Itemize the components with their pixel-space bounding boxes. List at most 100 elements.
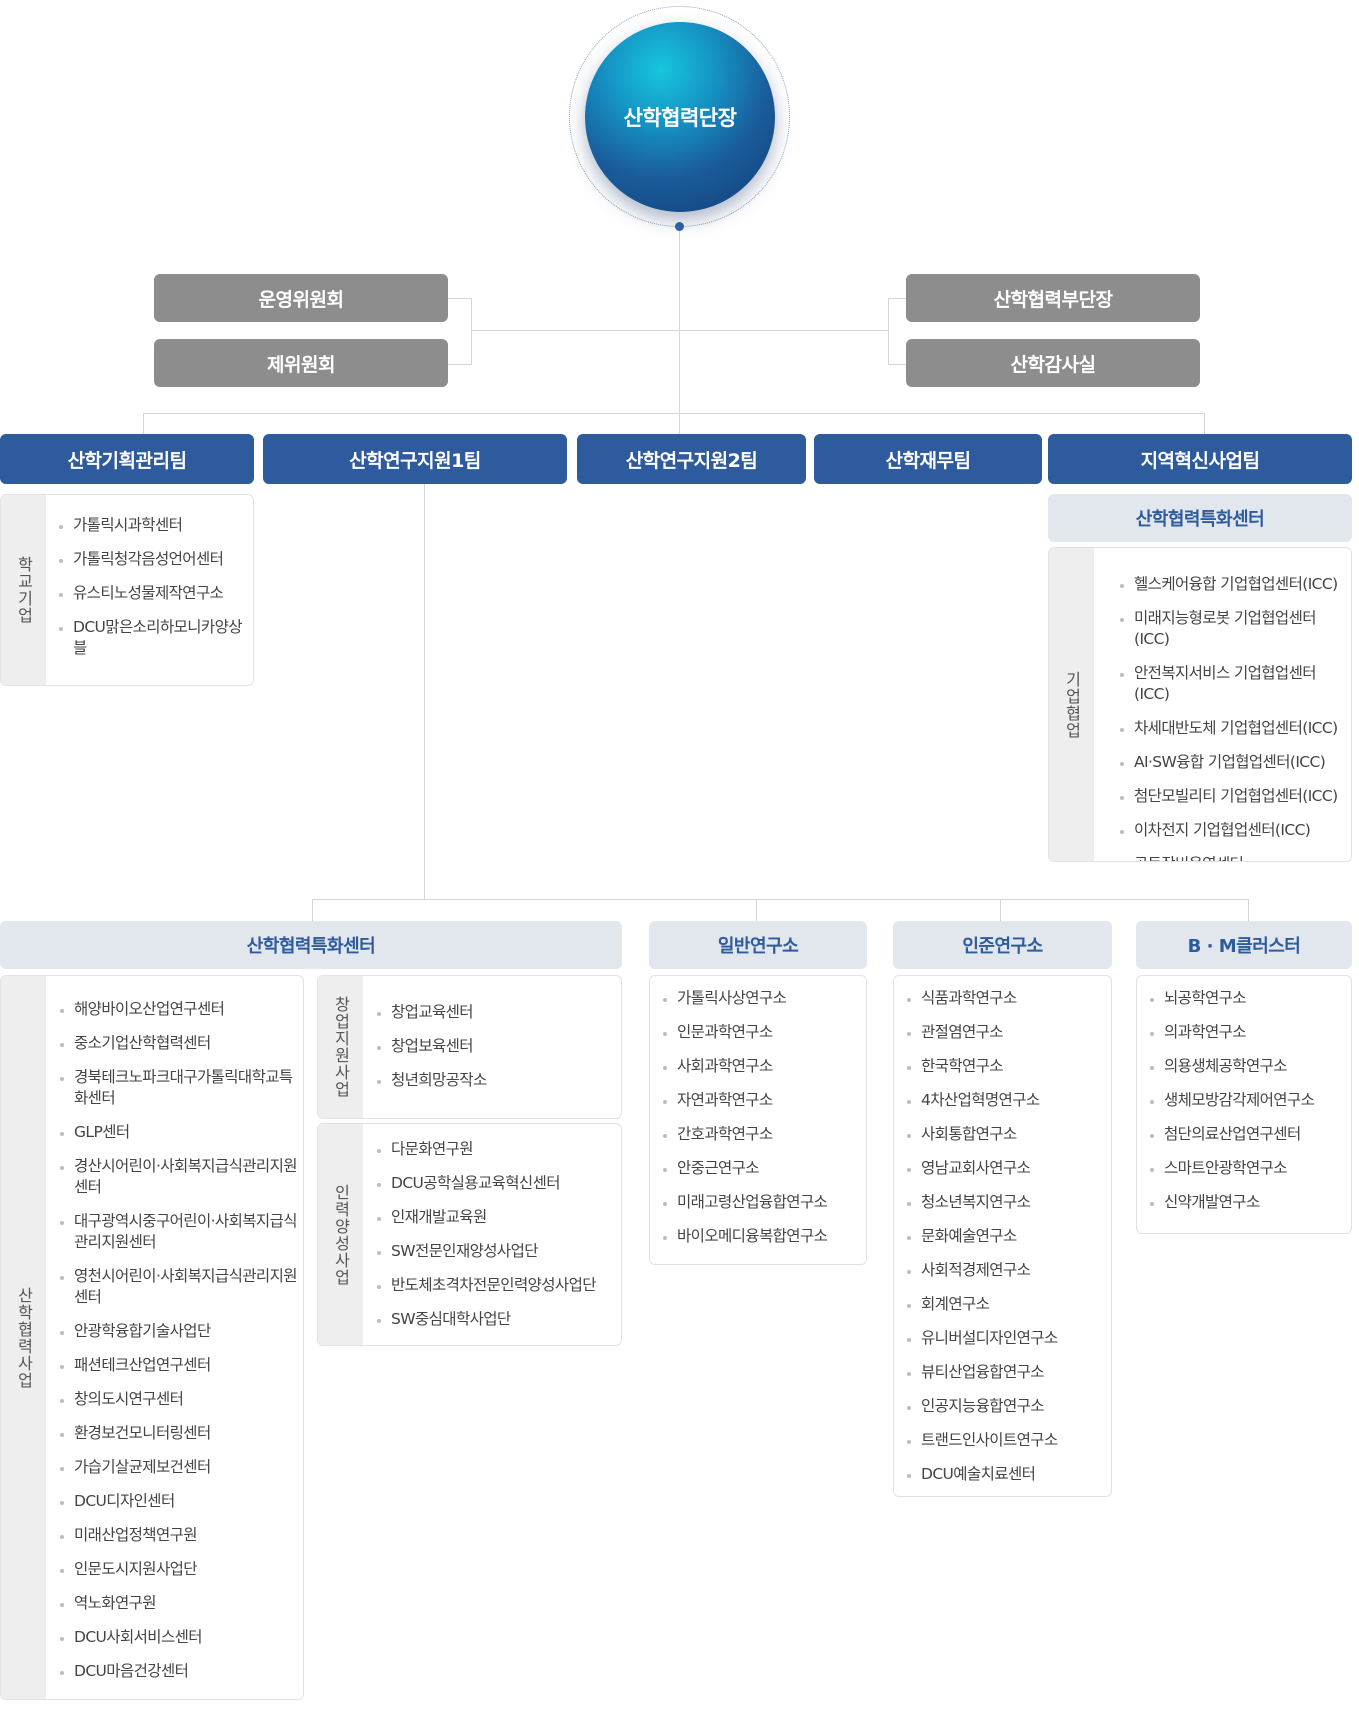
bm-cluster-title: B · M클러스터 [1136,921,1352,969]
startup-support-label-box: 창업지원사업 [318,976,363,1118]
list-item: 반도체초격차전문인력양성사업단 [377,1275,617,1296]
list-item: 식품과학연구소 [907,988,1107,1009]
list-item: 청소년복지연구소 [907,1192,1107,1213]
list-item: 창의도시연구센터 [60,1389,298,1410]
team-research-support-2: 산학연구지원2팀 [577,434,806,484]
school-enterprise-label-box: 학교기업 [1,495,46,685]
research-center-title: 산학협력특화센터 [0,921,622,969]
industry-cooperation-label-box: 산학협력사업 [1,976,46,1699]
list-item: DCU사회서비스센터 [60,1627,298,1648]
list-item: 문화예술연구소 [907,1226,1107,1247]
list-item: DCU디자인센터 [60,1491,298,1512]
associate-institutes-list: 식품과학연구소 관절염연구소 한국학연구소 4차산업혁명연구소 사회통합연구소 … [907,988,1107,1485]
list-item: 인문과학연구소 [663,1022,863,1043]
list-item: 의과학연구소 [1150,1022,1350,1043]
connector-right-bracket-top [888,298,911,299]
connector-right-bracket-bottom [888,364,911,365]
school-enterprise-panel: 학교기업 가톨릭시과학센터 가톨릭청각음성언어센터 유스티노성물제작연구소 DC… [0,494,254,686]
bm-cluster-list: 뇌공학연구소 의과학연구소 의용생체공학연구소 생체모방감각제어연구소 첨단의료… [1150,988,1350,1213]
committee-operations: 운영위원회 [154,274,448,322]
list-item: 미래지능형로봇 기업협업센터(ICC) [1120,608,1350,650]
list-item: 가톨릭시과학센터 [59,515,245,536]
vice-director: 산학협력부단장 [906,274,1200,322]
list-item: 대구광역시중구어린이·사회복지급식관리지원센터 [60,1211,298,1253]
list-item: DCU마음건강센터 [60,1661,298,1682]
list-item: 인공지능융합연구소 [907,1396,1107,1417]
list-item: 관절염연구소 [907,1022,1107,1043]
connector-research1-vertical [424,484,425,899]
list-item: 안광학융합기술사업단 [60,1321,298,1342]
regional-cooperation-panel: 기업협업 헬스케어융합 기업협업센터(ICC) 미래지능형로봇 기업협업센터(I… [1048,547,1352,862]
list-item: AI·SW융합 기업협업센터(ICC) [1120,752,1350,773]
connector-bottom-1 [312,899,313,921]
list-item: 스마트안광학연구소 [1150,1158,1350,1179]
talent-development-label: 인력양성사업 [331,1183,351,1286]
audit-office: 산학감사실 [906,339,1200,387]
list-item: 헬스케어융합 기업협업센터(ICC) [1120,574,1350,595]
talent-development-label-box: 인력양성사업 [318,1124,363,1345]
list-item: 간호과학연구소 [663,1124,863,1145]
list-item: 뇌공학연구소 [1150,988,1350,1009]
committee-various: 제위원회 [154,339,448,387]
connector-right-bracket-vertical [888,298,889,365]
connector-committee-horizontal [471,330,888,331]
associate-institutes-panel: 식품과학연구소 관절염연구소 한국학연구소 4차산업혁명연구소 사회통합연구소 … [893,975,1112,1497]
connector-team1-vertical [143,413,144,434]
startup-support-panel: 창업지원사업 창업교육센터 창업보육센터 청년희망공작소 [317,975,622,1119]
startup-support-label: 창업지원사업 [331,996,351,1098]
connector-bottom-horizontal [312,899,1249,900]
list-item: 다문화연구원 [377,1139,617,1160]
team-finance: 산학재무팀 [814,434,1042,484]
list-item: 창업교육센터 [377,1002,617,1023]
industry-cooperation-label: 산학협력사업 [14,1286,34,1389]
talent-development-list: 다문화연구원 DCU공학실용교육혁신센터 인재개발교육원 SW전문인재양성사업단… [377,1139,617,1330]
list-item: 인재개발교육원 [377,1207,617,1228]
list-item: 뷰티산업융합연구소 [907,1362,1107,1383]
list-item: 환경보건모니터링센터 [60,1423,298,1444]
connector-bottom-3 [1000,899,1001,921]
list-item: 미래산업정책연구원 [60,1525,298,1546]
general-institutes-panel: 가톨릭사상연구소 인문과학연구소 사회과학연구소 자연과학연구소 간호과학연구소… [649,975,867,1265]
list-item: 회계연구소 [907,1294,1107,1315]
connector-bottom-4 [1248,899,1249,921]
list-item: 가톨릭사상연구소 [663,988,863,1009]
startup-support-list: 창업교육센터 창업보육센터 청년희망공작소 [377,1002,617,1091]
regional-cooperation-list: 헬스케어융합 기업협업센터(ICC) 미래지능형로봇 기업협업센터(ICC) 안… [1120,574,1350,861]
list-item: 영남교회사연구소 [907,1158,1107,1179]
root-node-label: 산학협력단장 [623,106,737,130]
list-item: 첨단모빌리티 기업협업센터(ICC) [1120,786,1350,807]
connector-left-bracket-top [448,298,471,299]
connector-teams-horizontal [143,413,1205,414]
list-item: 트랜드인사이트연구소 [907,1430,1107,1451]
list-item: 공동장비운영센터 [1120,854,1350,861]
list-item: 인문도시지원사업단 [60,1559,298,1580]
list-item: 자연과학연구소 [663,1090,863,1111]
connector-team5-vertical [1204,413,1205,434]
team-research-support-1: 산학연구지원1팀 [263,434,567,484]
bm-cluster-panel: 뇌공학연구소 의과학연구소 의용생체공학연구소 생체모방감각제어연구소 첨단의료… [1136,975,1352,1234]
connector-root-vertical [679,228,680,434]
list-item: 가톨릭청각음성언어센터 [59,549,245,570]
list-item: 안전복지서비스 기업협업센터(ICC) [1120,663,1350,705]
list-item: 한국학연구소 [907,1056,1107,1077]
list-item: 생체모방감각제어연구소 [1150,1090,1350,1111]
team-planning: 산학기획관리팀 [0,434,254,484]
list-item: 유니버설디자인연구소 [907,1328,1107,1349]
regional-cooperation-label: 기업협업 [1062,670,1082,739]
regional-cooperation-label-box: 기업협업 [1049,548,1094,861]
list-item: 안중근연구소 [663,1158,863,1179]
list-item: DCU맑은소리하모니카양상블 [59,617,245,659]
list-item: 창업보육센터 [377,1036,617,1057]
general-institutes-list: 가톨릭사상연구소 인문과학연구소 사회과학연구소 자연과학연구소 간호과학연구소… [663,988,863,1247]
list-item: DCU공학실용교육혁신센터 [377,1173,617,1194]
list-item: 경산시어린이·사회복지급식관리지원센터 [60,1156,298,1198]
list-item: 차세대반도체 기업협업센터(ICC) [1120,718,1350,739]
list-item: 미래고령산업융합연구소 [663,1192,863,1213]
industry-cooperation-panel: 산학협력사업 해양바이오산업연구센터 중소기업산학협력센터 경북테크노파크대구가… [0,975,304,1700]
connector-left-bracket-vertical [471,298,472,365]
list-item: SW중심대학사업단 [377,1309,617,1330]
list-item: 바이오메디융복합연구소 [663,1226,863,1247]
list-item: 의용생체공학연구소 [1150,1056,1350,1077]
list-item: 유스티노성물제작연구소 [59,583,245,604]
list-item: 사회과학연구소 [663,1056,863,1077]
